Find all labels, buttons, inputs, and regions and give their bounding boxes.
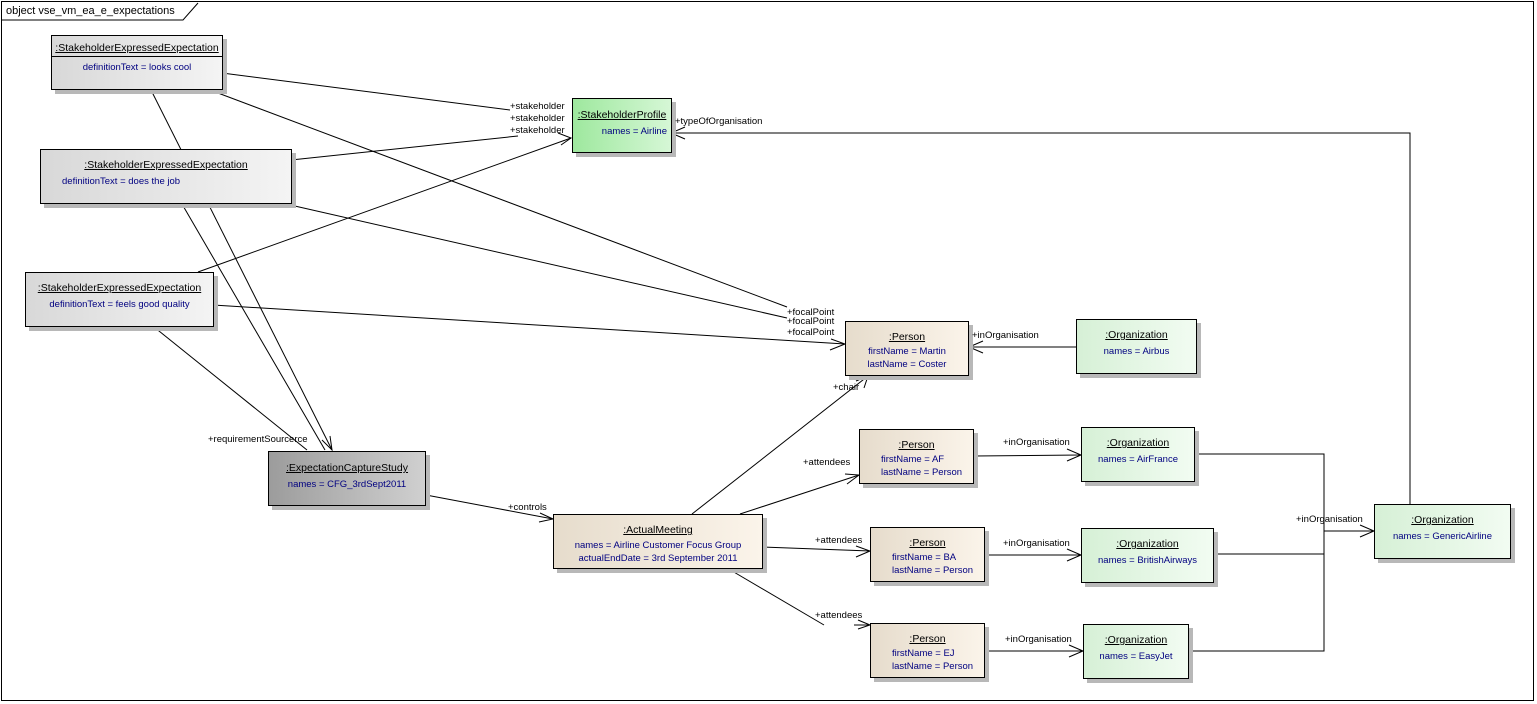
attribute: definitionText = does the job (62, 176, 181, 187)
attribute: names = BritishAirways (1098, 555, 1197, 566)
attribute: names = EasyJet (1099, 651, 1173, 662)
attribute: actualEndDate = 3rd September 2011 (578, 553, 738, 564)
edge-airfrance-generic[interactable] (1189, 453, 1325, 652)
object-name: :StakeholderExpressedExpectation (37, 282, 202, 294)
edge-see2-martin[interactable] (285, 203, 788, 319)
attribute: names = AirFrance (1098, 454, 1178, 465)
object-name: :StakeholderProfile (577, 109, 667, 121)
person-node-af[interactable]: :Person firstName = AF lastName = Person (859, 429, 974, 484)
person-node-martin[interactable]: :Person firstName = Martin lastName = Co… (845, 321, 969, 376)
edge-meeting-af[interactable] (739, 474, 860, 515)
attribute: firstName = EJ (892, 648, 955, 659)
attribute: names = GenericAirline (1392, 531, 1492, 542)
edge-see3-martin[interactable] (212, 304, 846, 345)
edge-generic-profile[interactable] (671, 132, 1411, 504)
edge-see1-study[interactable] (150, 89, 333, 451)
arrowhead-study (321, 435, 333, 452)
object-name: :Organization (1106, 437, 1170, 449)
frame-tab-outline (1, 2, 199, 21)
role-label-attendees: +attendees (803, 457, 851, 468)
role-label-chair: +chair (833, 382, 860, 393)
attribute: lastName = Coster (867, 359, 947, 370)
object-name: :Organization (1105, 329, 1168, 341)
expectation-node-does-the-job[interactable]: :StakeholderExpressedExpectation definit… (40, 149, 292, 204)
role-label-focalpoint: +focalPoint (787, 327, 835, 338)
role-label-inorganisation: +inOrganisation (972, 330, 1039, 341)
edge-study-meeting[interactable] (425, 494, 554, 520)
object-name: :ActualMeeting (623, 524, 693, 536)
object-name: :ExpectationCaptureStudy (286, 462, 408, 474)
person-node-ba[interactable]: :Person firstName = BA lastName = Person (870, 527, 985, 582)
role-label-stakeholder: +stakeholder (510, 113, 565, 124)
object-name: :StakeholderExpressedExpectation (52, 42, 222, 57)
arrowhead-profile (557, 132, 573, 146)
attribute: names = Airline Customer Focus Group (574, 540, 742, 551)
attribute: names = CFG_3rdSept2011 (287, 479, 407, 490)
edge-see2-study[interactable] (181, 203, 326, 451)
edge-see2-profile[interactable] (290, 135, 519, 161)
attribute: names = Airline (601, 126, 667, 137)
actual-meeting-node[interactable]: :ActualMeeting names = Airline Customer … (553, 514, 763, 569)
edge-meeting-chair[interactable] (691, 375, 869, 515)
role-label-inorganisation: +inOrganisation (1003, 437, 1070, 448)
organization-node-airfrance[interactable]: :Organization names = AirFrance (1081, 427, 1195, 482)
arrowhead-ba (855, 545, 872, 558)
role-label-inorganisation: +inOrganisation (1296, 514, 1363, 525)
object-name: :Person (898, 439, 935, 451)
role-label-stakeholder: +stakeholder (510, 125, 565, 136)
edge-meeting-ba[interactable] (761, 546, 871, 552)
role-label-typeoforganisation: +typeOfOrganisation (675, 116, 763, 127)
object-name: :Organization (1411, 514, 1474, 526)
edge-see3-study[interactable] (153, 326, 308, 451)
edge-see1-martin[interactable] (209, 89, 788, 308)
role-label-stakeholder: +stakeholder (510, 101, 565, 112)
object-name: :Organization (1116, 538, 1179, 550)
organization-node-easyjet[interactable]: :Organization names = EasyJet (1083, 624, 1189, 679)
organization-node-britishairways[interactable]: :Organization names = BritishAirways (1081, 528, 1214, 583)
stakeholder-profile-node[interactable]: :StakeholderProfile names = Airline (572, 98, 672, 153)
edge-see1-profile[interactable] (221, 72, 511, 111)
organization-node-genericairline[interactable]: :Organization names = GenericAirline (1374, 504, 1511, 559)
frame-title: object vse_vm_ea_e_expectations (6, 5, 175, 17)
expectation-node-feels-good-quality[interactable]: :StakeholderExpressedExpectation definit… (25, 272, 214, 327)
role-label-requirementsource: +requirementSourcerce (208, 434, 308, 445)
role-label-focalpoint: +focalPoint (787, 316, 835, 327)
edge-see3-profile[interactable] (197, 137, 572, 273)
object-name: :Organization (1104, 634, 1168, 646)
attribute: firstName = BA (892, 552, 957, 563)
attribute: firstName = Martin (868, 346, 946, 357)
expectation-node-looks-cool[interactable]: :StakeholderExpressedExpectation definit… (51, 35, 223, 90)
expectation-capture-study-node[interactable]: :ExpectationCaptureStudy names = CFG_3rd… (268, 451, 426, 506)
role-label-inorganisation: +inOrganisation (1003, 538, 1070, 549)
attribute: lastName = Person (892, 565, 974, 576)
role-label-focalpoint: +focalPoint (787, 307, 835, 318)
arrowhead-martin (829, 338, 847, 351)
attribute: definitionText = feels good quality (49, 299, 190, 310)
role-label-inorganisation: +inOrganisation (1005, 634, 1072, 645)
object-name: :Person (909, 633, 946, 645)
role-label-controls: +controls (508, 502, 547, 513)
attribute: names = Airbus (1103, 346, 1170, 357)
attribute: lastName = Person (881, 467, 963, 478)
attribute: definitionText = looks cool (82, 62, 192, 73)
organization-node-airbus[interactable]: :Organization names = Airbus (1076, 319, 1197, 374)
edge-meeting-ej[interactable] (726, 567, 825, 626)
arrowhead-chair (855, 375, 869, 389)
attribute: lastName = Person (892, 661, 974, 672)
role-label-attendees: +attendees (815, 610, 863, 621)
person-node-ej[interactable]: :Person firstName = EJ lastName = Person (870, 623, 985, 678)
arrowhead-airbus (967, 340, 984, 354)
attribute: firstName = AF (881, 454, 945, 465)
edge-af-airfrance[interactable] (973, 454, 1082, 457)
object-name: :Person (909, 537, 946, 549)
object-name: :Person (888, 331, 926, 343)
role-label-attendees: +attendees (815, 535, 863, 546)
object-name: :StakeholderExpressedExpectation (84, 159, 248, 171)
